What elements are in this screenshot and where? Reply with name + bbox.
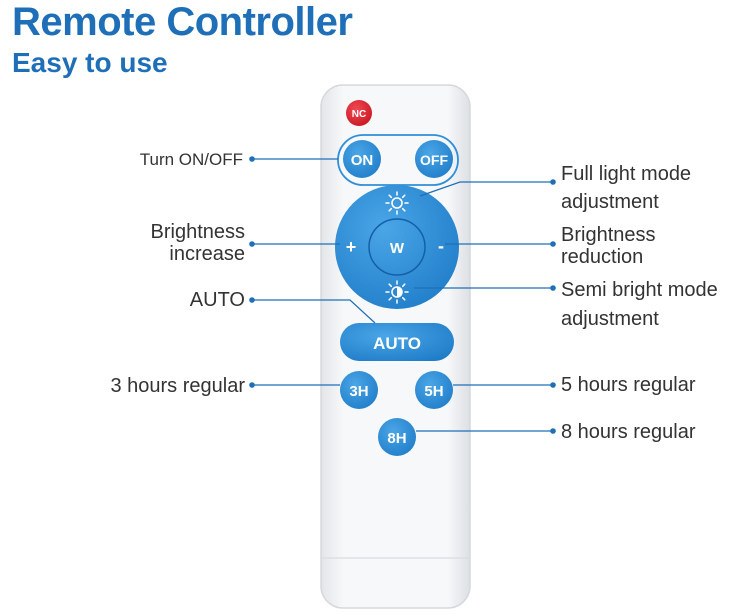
page-subtitle: Easy to use: [12, 47, 168, 78]
minus-button[interactable]: -: [438, 236, 444, 256]
8h-button[interactable]: 8H: [378, 418, 416, 456]
plus-button[interactable]: +: [346, 237, 357, 257]
label-5-hours: 5 hours regular: [561, 374, 696, 396]
dot-5h: [550, 382, 556, 388]
w-button[interactable]: W: [390, 240, 405, 257]
label-full-light-line2: adjustment: [561, 191, 659, 213]
5h-button-label: 5H: [424, 383, 443, 400]
label-brightness-reduction-line2: reduction: [561, 246, 644, 268]
auto-button-label: AUTO: [373, 334, 421, 353]
label-full-light-line1: Full light mode: [561, 163, 692, 185]
on-button[interactable]: ON: [343, 140, 381, 178]
dot-brightness-reduction: [550, 241, 556, 247]
nc-button-label: NC: [352, 109, 366, 120]
auto-button[interactable]: AUTO: [340, 323, 454, 361]
dot-turn-on-off: [249, 156, 255, 162]
label-semi-bright-line1: Semi bright mode: [561, 279, 718, 301]
5h-button[interactable]: 5H: [415, 371, 453, 409]
off-button[interactable]: OFF: [415, 140, 453, 178]
dot-brightness-increase: [249, 241, 255, 247]
label-8-hours: 8 hours regular: [561, 421, 696, 443]
dot-3h: [249, 382, 255, 388]
leader-lines: [252, 158, 553, 432]
label-semi-bright-line2: adjustment: [561, 308, 659, 330]
label-brightness-increase-line1: Brightness: [150, 221, 246, 243]
label-turn-on-off: Turn ON/OFF: [139, 150, 243, 169]
3h-button[interactable]: 3H: [340, 371, 378, 409]
label-brightness-increase-line2: increase: [169, 243, 245, 265]
sun-icon[interactable]: [385, 191, 409, 215]
label-auto: AUTO: [189, 289, 245, 311]
dot-full-light: [550, 179, 556, 185]
leader-auto: [252, 299, 376, 324]
on-button-label: ON: [351, 152, 374, 169]
8h-button-label: 8H: [387, 430, 406, 447]
leader-dots: [249, 156, 556, 434]
dot-auto: [249, 297, 255, 303]
half-sun-icon[interactable]: [385, 280, 409, 304]
nc-button[interactable]: NC: [346, 100, 372, 126]
3h-button-label: 3H: [349, 383, 368, 400]
dot-8h: [550, 428, 556, 434]
off-button-label: OFF: [420, 152, 448, 168]
label-3-hours: 3 hours regular: [110, 375, 245, 397]
page-title: Remote Controller: [12, 0, 353, 44]
dot-semi-bright: [550, 285, 556, 291]
dpad[interactable]: + - W: [335, 185, 459, 309]
on-off-group-outline: [337, 134, 459, 186]
label-brightness-reduction-line1: Brightness: [561, 224, 656, 246]
leader-full-light: [419, 181, 553, 197]
